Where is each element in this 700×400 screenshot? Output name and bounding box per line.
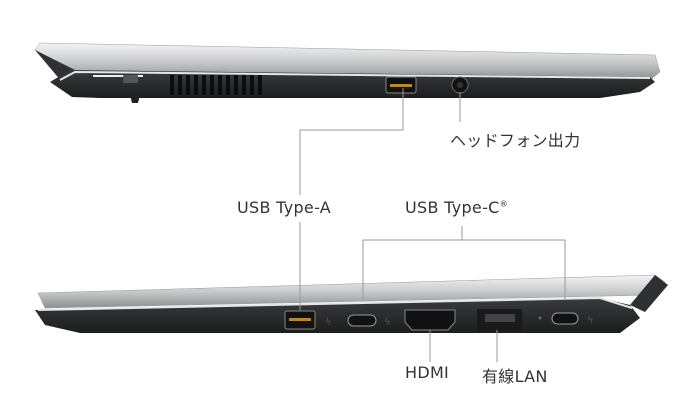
laptop-left-side xyxy=(34,42,661,103)
leader-lines xyxy=(299,88,566,362)
svg-text:ϟ: ϟ xyxy=(384,317,391,328)
registered-mark: ® xyxy=(499,199,508,209)
label-hdmi: HDMI xyxy=(405,363,450,382)
label-headphone-output: ヘッドフォン出力 xyxy=(450,131,581,150)
label-wired-lan: 有線LAN xyxy=(482,367,548,386)
vent-grille xyxy=(170,75,262,95)
svg-text:ϟ: ϟ xyxy=(587,315,594,326)
laptop-right-side: ϟ ϟ ϟ xyxy=(35,274,668,333)
label-usb-type-c-text: USB Type-C xyxy=(405,198,500,217)
usb-c-port-1 xyxy=(347,314,377,327)
kensington-lock-slot xyxy=(123,75,138,83)
svg-text:ϟ: ϟ xyxy=(325,317,332,328)
hdmi-port xyxy=(404,309,456,331)
label-usb-type-a: USB Type-A xyxy=(237,198,332,217)
usb-c-port-2 xyxy=(551,312,579,325)
label-usb-type-c: USB Type-C® xyxy=(405,198,508,217)
